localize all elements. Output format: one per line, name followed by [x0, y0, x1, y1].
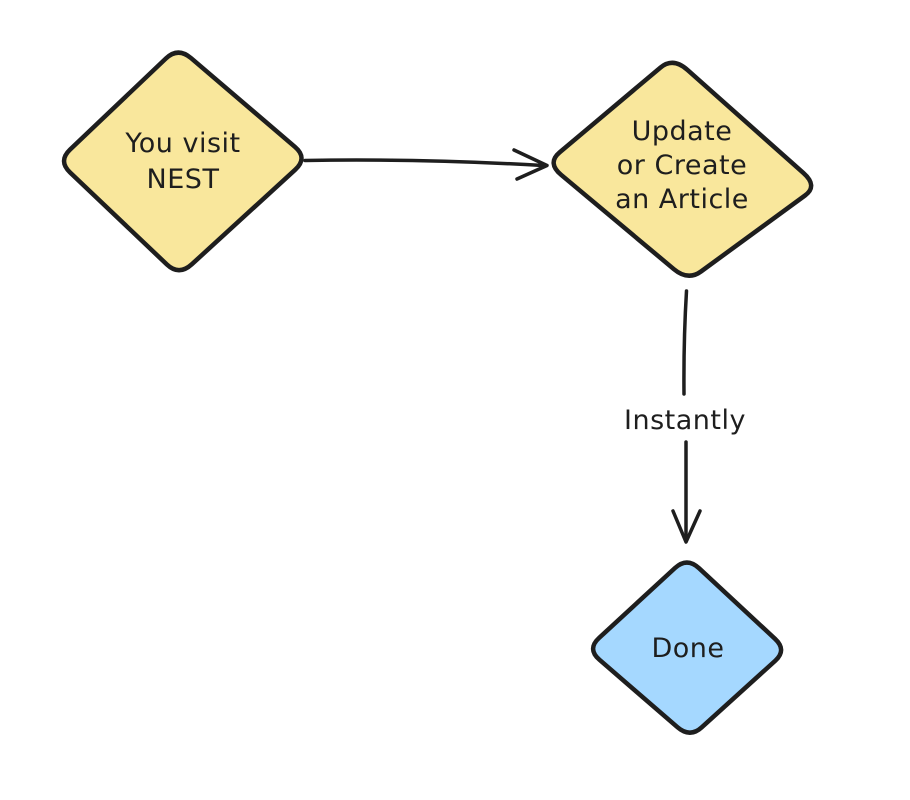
edge-label-instantly: Instantly — [624, 405, 746, 436]
node-label-line: Done — [651, 633, 724, 664]
node-label-line: an Article — [615, 184, 749, 215]
arrow-visit-to-update — [303, 148, 549, 181]
node-you-visit-nest: You visit NEST — [61, 50, 304, 273]
node-label-line: NEST — [147, 164, 220, 195]
node-label-line: You visit — [124, 128, 240, 159]
diamond-done — [590, 560, 784, 735]
node-done: Done — [590, 560, 784, 735]
node-label-line: Update — [632, 116, 733, 147]
node-update-or-create-an-article: Update or Create an Article — [551, 60, 814, 278]
diamond-you-visit-nest — [61, 50, 304, 273]
arrow-update-to-done: Instantly — [624, 289, 746, 544]
arrowhead-right-icon — [512, 148, 549, 181]
arrowhead-down-icon — [671, 509, 702, 544]
arrow-line-upper — [682, 289, 689, 396]
diamond-update-or-create — [551, 60, 814, 278]
node-label-line: or Create — [617, 150, 747, 181]
arrow-line — [303, 158, 545, 168]
